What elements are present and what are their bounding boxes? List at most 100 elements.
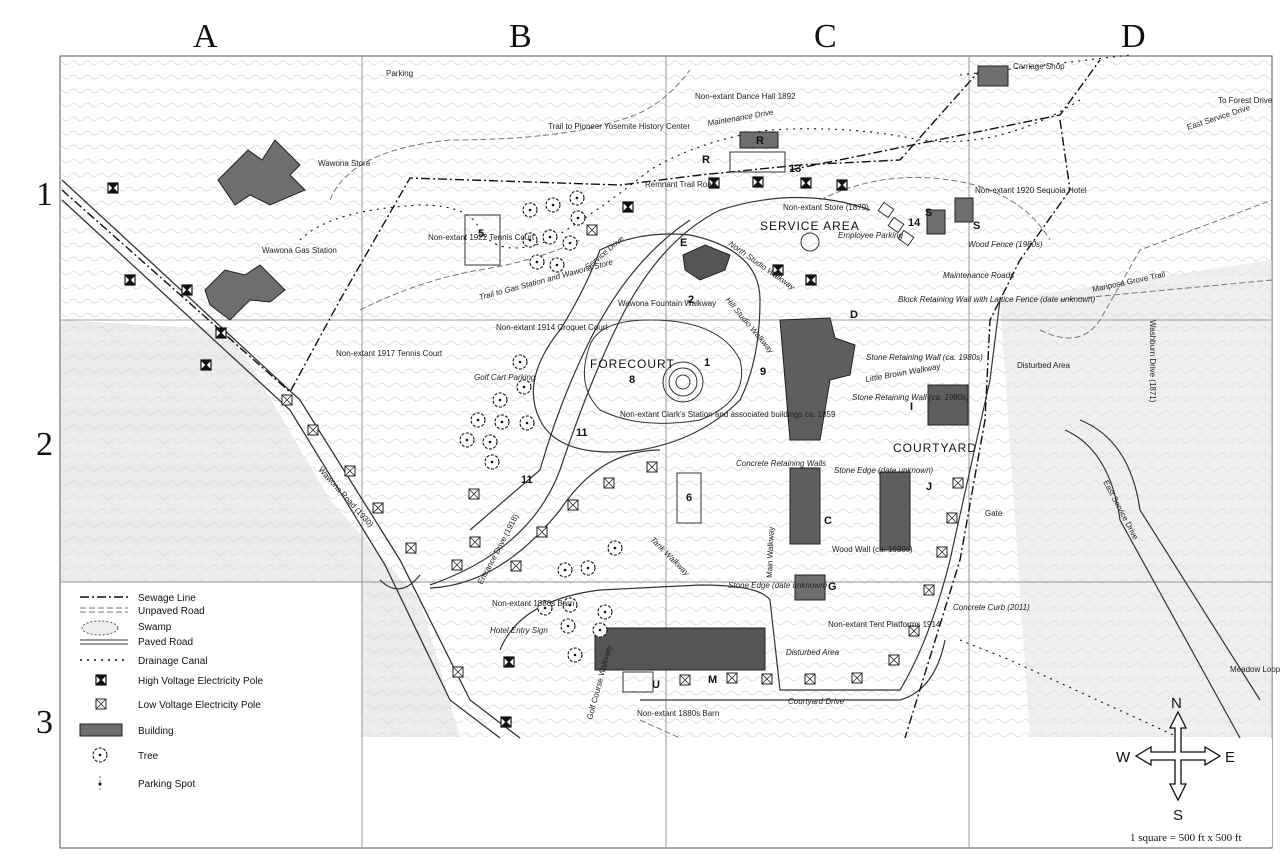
label-tennis-1922: Non-extant 1922 Tennis Court [428, 233, 535, 242]
legend: Sewage Line Unpaved Road Swamp Paved Roa… [79, 593, 264, 792]
label-wawona-store: Wawona Store [318, 159, 371, 168]
wawona-store-building [217, 139, 306, 206]
building-g [794, 574, 826, 601]
legend-drainage: Drainage Canal [138, 656, 208, 667]
label-golf-cart: Golf Cart Parking [474, 373, 536, 382]
legend-swamp: Swamp [138, 622, 172, 633]
building-i [927, 384, 969, 426]
legend-tree: Tree [138, 751, 159, 762]
feature-number-5: 5 [478, 228, 484, 240]
feature-number-8: 8 [629, 374, 635, 386]
label-washburn-drive: Washburn Drive (1871) [1148, 320, 1157, 403]
feature-number-9: 9 [760, 366, 766, 378]
label-gate: Gate [985, 509, 1003, 518]
building-6 [676, 472, 702, 524]
building-u [622, 671, 654, 693]
grid-lines [60, 56, 1272, 848]
label-concrete-walls: Concrete Retaining Walls [736, 459, 826, 468]
building-13 [729, 151, 786, 173]
label-remnant-trail: Remnant Trail Road [645, 180, 716, 189]
building-letter-i: I [910, 401, 913, 413]
building-e [682, 244, 731, 281]
building-letter-s1: S [925, 207, 932, 219]
building-letter-r: R [756, 135, 764, 147]
label-gas-station: Wawona Gas Station [262, 246, 337, 255]
building-letter-d: D [850, 309, 858, 321]
label-fountain-walkway: Wawona Fountain Walkway [618, 299, 716, 308]
feature-number-6: 6 [686, 492, 692, 504]
entrance-outer-curve [429, 449, 661, 589]
legend-lv-icon [95, 698, 107, 710]
main-loop-road [499, 299, 1001, 691]
buildings [204, 65, 1009, 671]
legend-building-swatch [79, 723, 123, 737]
label-stone-wall-1980b: Stone Retaining Wall (ca. 1980s) [852, 393, 969, 402]
building-letter-j: J [926, 481, 932, 493]
building-letter-g: G [828, 581, 837, 593]
label-disturbed-area-right: Disturbed Area [1017, 361, 1070, 370]
compass-n: N [1171, 695, 1182, 712]
label-service-area: SERVICE AREA [760, 219, 860, 233]
service-circle [800, 232, 820, 252]
forecourt-inner [583, 319, 743, 424]
building-letter-s2: S [973, 220, 980, 232]
label-clarks-station: Non-extant Clark's Station and associate… [620, 410, 836, 419]
grid-col-b: B [509, 18, 532, 55]
grid-row-2: 2 [36, 426, 53, 463]
label-main-walkway: Main Walkway [765, 527, 776, 579]
label-barn-1880-top: Non-extant 1880s Barn [492, 599, 574, 608]
label-disturbed-area: Disturbed Area [786, 648, 840, 657]
legend-unpaved: Unpaved Road [138, 606, 205, 617]
tent-14c [897, 229, 915, 247]
forecourt-loop [532, 233, 761, 453]
building-letter-e: E [680, 237, 687, 249]
compass-s: S [1173, 807, 1183, 824]
tennis-court-1922 [464, 214, 501, 266]
building-r-top [739, 131, 779, 149]
legend-tree-icon [92, 747, 108, 763]
grid-col-a: A [193, 18, 218, 55]
legend-hv-pole: High Voltage Electricity Pole [138, 676, 264, 687]
building-m [594, 627, 766, 671]
carriage-shop-building [977, 65, 1009, 87]
label-sequoia-hotel: Non-extant 1920 Sequoia Hotel [975, 186, 1087, 195]
label-courtyard-drive: Courtyard Drive [788, 697, 845, 706]
compass-arrow-icon [1134, 710, 1222, 802]
entrance-drive-road [379, 196, 871, 590]
building-c [789, 467, 821, 545]
legend-building: Building [138, 726, 174, 737]
sewage-line [61, 59, 1101, 739]
label-stone-edge-2: Stone Edge (date unknown) [728, 581, 828, 590]
label-wood-wall: Wood Wall (ca. 1930s) [832, 545, 913, 554]
scale-note: 1 square = 500 ft x 500 ft [1130, 832, 1242, 844]
gas-station-building [204, 264, 286, 321]
unpaved-roads [329, 69, 1273, 739]
building-letter-r2: R [702, 154, 710, 166]
grid-row-1: 1 [36, 176, 53, 213]
east-service-drive-road [1064, 419, 1261, 739]
label-stone-wall-1980: Stone Retaining Wall (ca. 1980s) [866, 353, 983, 362]
legend-parking-spot: Parking Spot [138, 779, 195, 790]
sequoia-shed [926, 209, 946, 235]
legend-paved: Paved Road [138, 637, 193, 648]
label-employee-parking: Employee Parking [838, 231, 903, 240]
feature-number-2: 2 [688, 294, 694, 306]
label-meadow-loop: Meadow Loop Road (Trail) [1230, 665, 1282, 674]
label-stone-edge-1: Stone Edge (date unknown) [834, 466, 934, 475]
building-letter-m: M [708, 674, 717, 686]
building-letter-u: U [652, 679, 660, 691]
grid-col-d: D [1121, 18, 1146, 55]
label-courtyard: COURTYARD [893, 441, 977, 455]
tent-14a [877, 201, 895, 219]
label-tent-platforms: Non-extant Tent Platforms 1914 [828, 620, 941, 629]
label-block-wall: Block Retaining Wall with Lattice Fence … [898, 295, 1096, 304]
grid-row-3: 3 [36, 704, 53, 741]
wawona-road [61, 179, 521, 739]
legend-lv-pole: Low Voltage Electricity Pole [138, 700, 261, 711]
building-d-main [779, 317, 856, 441]
legend-hv-icon [95, 674, 107, 686]
label-parking: Parking [386, 69, 413, 78]
compass-rose: N S E W [1116, 695, 1235, 824]
building-letter-c: C [824, 515, 832, 527]
label-store-1879: Non-extant Store (1879) [783, 203, 869, 212]
